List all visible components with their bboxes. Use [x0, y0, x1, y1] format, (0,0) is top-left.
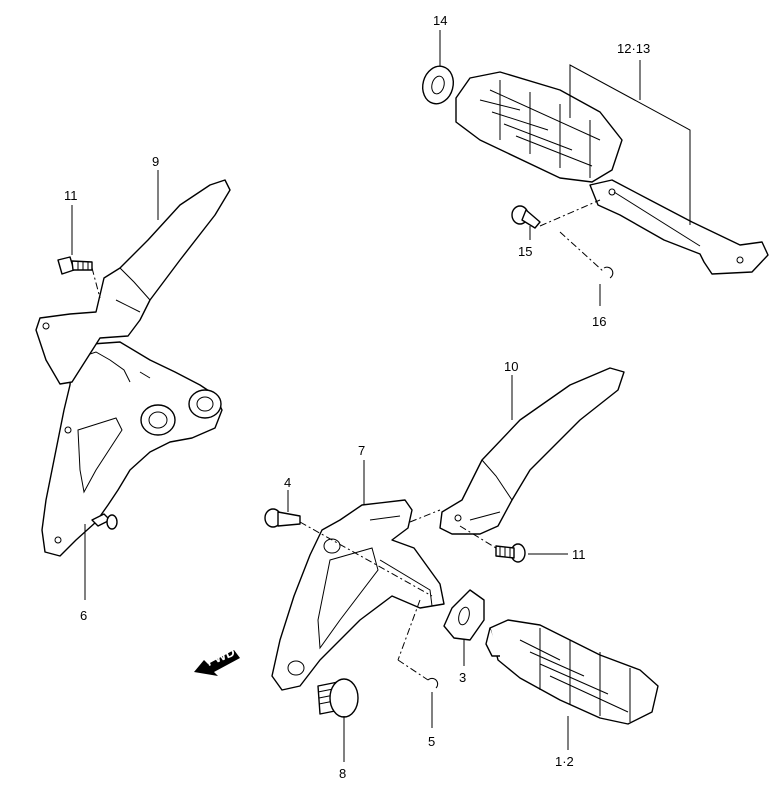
label-6: 6 [80, 608, 87, 623]
label-4: 4 [284, 475, 291, 490]
label-9: 9 [152, 154, 159, 169]
bolt-11-right [495, 543, 526, 563]
clip-5 [427, 677, 439, 689]
label-11-left: 11 [64, 188, 78, 203]
right-footrest-bracket [271, 499, 445, 691]
fwd-arrow-icon: FWD [194, 644, 240, 676]
footpeg-rubber-top [455, 71, 623, 183]
label-10: 10 [504, 359, 518, 374]
footpeg-rubber-bottom [485, 619, 659, 725]
label-7: 7 [358, 443, 365, 458]
label-14: 14 [433, 13, 447, 28]
label-8: 8 [339, 766, 346, 781]
bolt-4 [264, 508, 301, 528]
bolt-8 [317, 678, 359, 718]
clip-16 [603, 266, 614, 279]
label-11-right: 11 [572, 547, 586, 562]
footpeg-bar-top [589, 179, 769, 275]
label-15: 15 [518, 244, 532, 259]
left-pin-6 [91, 513, 118, 530]
pin-15 [511, 205, 541, 229]
label-3: 3 [459, 670, 466, 685]
left-footrest-bracket [41, 341, 223, 557]
left-heel-guard [35, 179, 231, 385]
label-16: 16 [592, 314, 606, 329]
washer-14 [421, 65, 455, 105]
label-12-13: 12·13 [617, 41, 650, 56]
right-heel-guard [439, 367, 625, 535]
left-bolt-11 [57, 256, 93, 275]
label-1-2: 1·2 [555, 754, 574, 769]
washer-3 [443, 589, 485, 641]
label-5: 5 [428, 734, 435, 749]
